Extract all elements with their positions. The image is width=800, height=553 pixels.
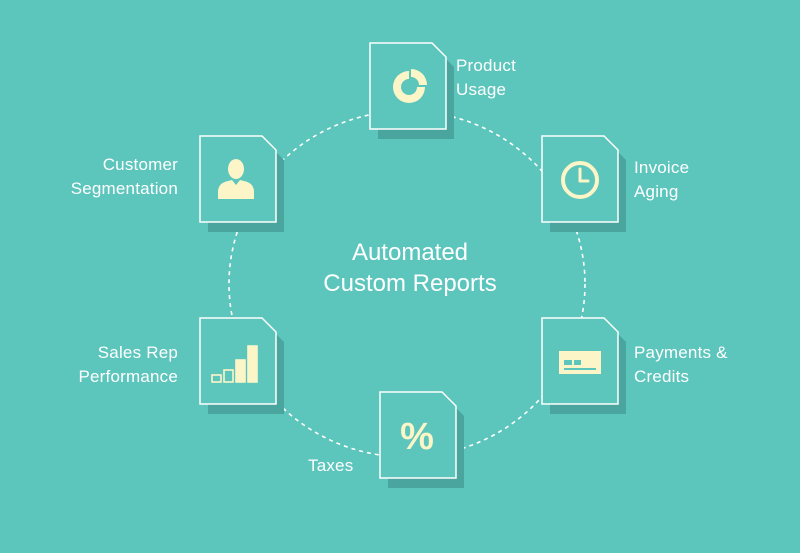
product-usage-label: Product Usage — [456, 56, 516, 99]
donut-chart-icon — [393, 69, 427, 103]
invoice-aging-document — [541, 135, 626, 232]
sales-rep-performance-label: Sales Rep Performance — [78, 343, 178, 386]
bar-chart-icon — [211, 345, 258, 383]
taxes-document: % — [379, 391, 464, 488]
user-silhouette-icon — [218, 159, 254, 199]
sales-rep-performance-document — [199, 317, 284, 414]
payments-credits-label: Payments & Credits — [634, 343, 728, 386]
product-usage-document — [369, 42, 454, 139]
taxes-label: Taxes — [308, 456, 354, 475]
credit-card-icon — [559, 351, 601, 374]
center-title: Automated Custom Reports — [323, 239, 497, 297]
invoice-aging-label: Invoice Aging — [634, 158, 690, 201]
payments-credits-document — [541, 317, 626, 414]
customer-segmentation-label: Customer Segmentation — [70, 155, 178, 198]
customer-segmentation-document — [199, 135, 284, 232]
clock-icon — [561, 161, 599, 199]
percent-icon: % — [400, 416, 434, 458]
